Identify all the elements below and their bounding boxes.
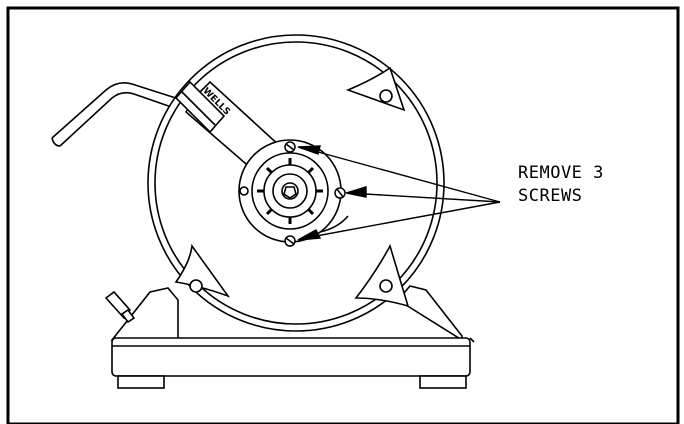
screws — [284, 141, 346, 247]
hub-assembly — [238, 139, 349, 243]
power-cord — [51, 82, 183, 147]
callout-line-2: SCREWS — [518, 186, 582, 206]
mounting-brackets — [174, 66, 410, 308]
screw-bottom — [284, 235, 296, 247]
motor-base — [104, 285, 475, 389]
screw-right — [334, 187, 346, 199]
screw-top — [284, 141, 296, 153]
figure-border — [6, 6, 680, 424]
leader-lines — [297, 145, 501, 241]
callout-line-1: REMOVE 3 — [518, 163, 604, 183]
